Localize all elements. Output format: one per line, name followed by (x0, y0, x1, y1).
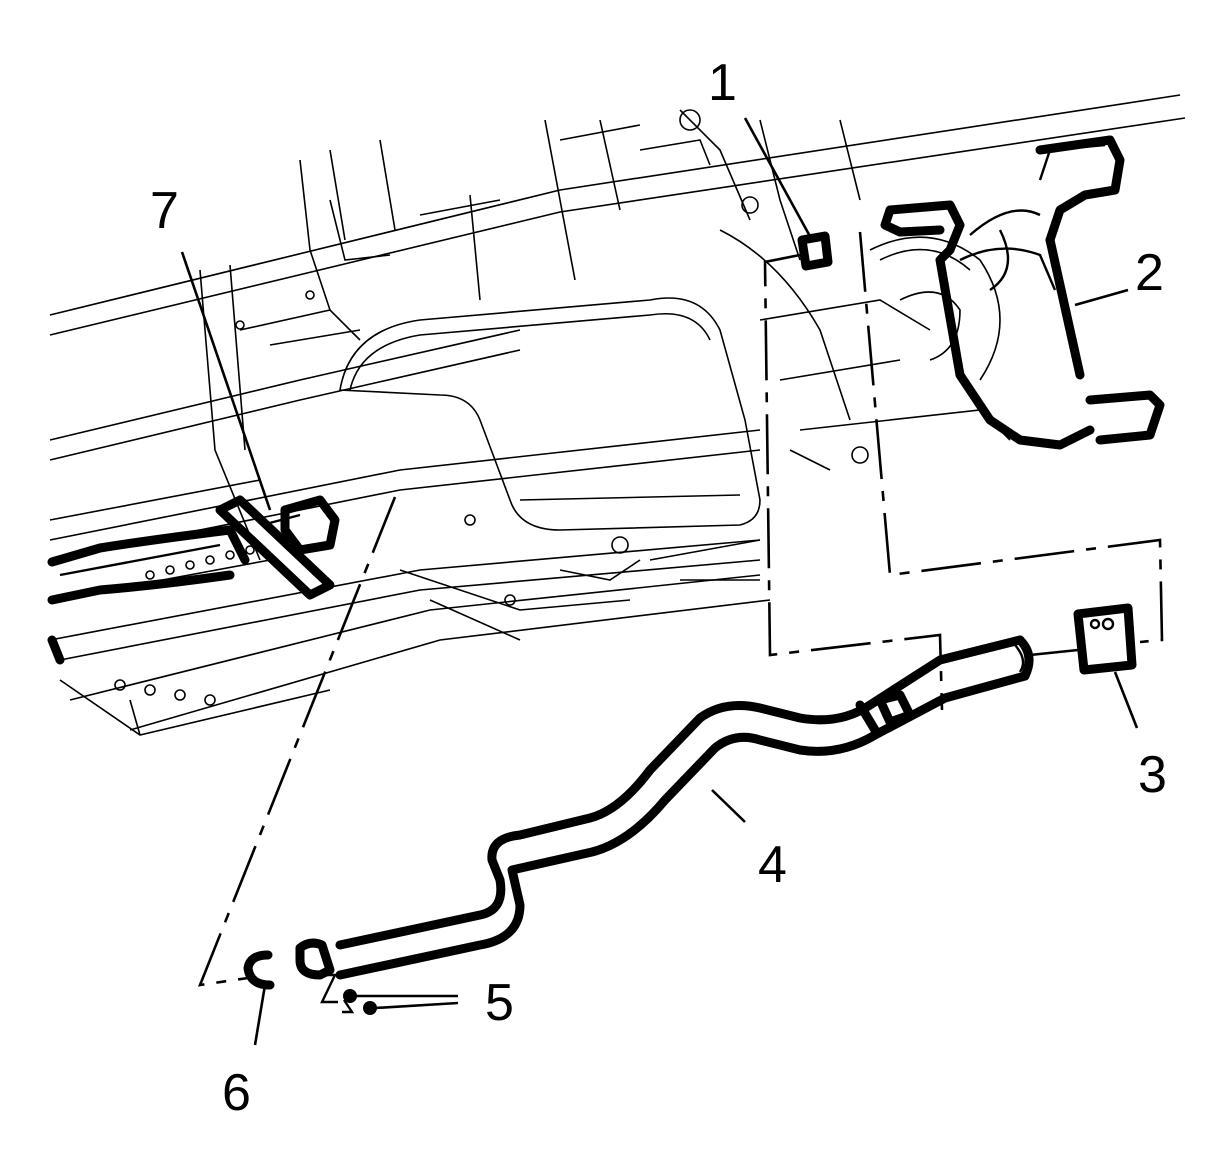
front-exhaust-pipe (47, 525, 250, 665)
exhaust-seal-ring (243, 950, 275, 990)
exhaust-clamp-front (215, 495, 340, 600)
callout-3: 3 (1138, 746, 1167, 804)
exhaust-nuts (320, 973, 377, 1015)
leader-lines (180, 117, 1139, 1046)
intermediate-exhaust-pipe (295, 635, 1034, 980)
muffler (880, 135, 1165, 450)
alignment-lines (197, 231, 1164, 987)
callout-7: 7 (150, 182, 179, 240)
callout-6: 6 (222, 1064, 251, 1122)
callout-4: 4 (758, 836, 787, 894)
callout-5: 5 (485, 974, 514, 1032)
callout-1: 1 (708, 54, 737, 112)
exhaust-hanger-insulator (797, 231, 833, 271)
callout-2: 2 (1135, 244, 1164, 302)
callout-labels: 1 2 3 4 5 6 7 (150, 54, 1167, 1122)
exhaust-hanger-rear (1073, 603, 1137, 675)
